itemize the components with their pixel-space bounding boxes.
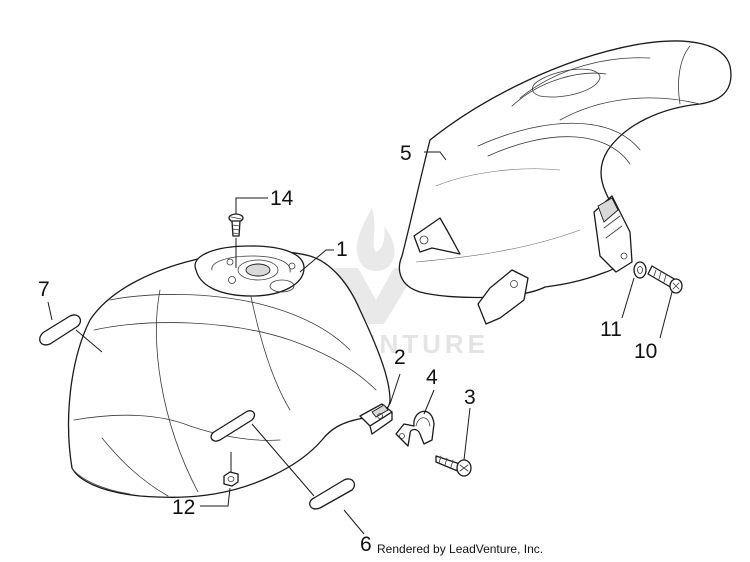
slot-cover-part-6[interactable]: [309, 478, 356, 510]
render-credit: Rendered by LeadVenture, Inc.: [377, 542, 543, 556]
fender-side-slot: [210, 410, 256, 442]
screw-part-10[interactable]: [647, 265, 683, 294]
leader-1: [299, 249, 334, 273]
callout-6: 6: [360, 533, 372, 556]
callout-2: 2: [394, 346, 406, 369]
leader-10: [659, 291, 673, 339]
fender-mounting-tab-left: [413, 217, 461, 255]
watermark-flame-icon: [356, 208, 395, 271]
leader-5: [424, 151, 447, 161]
fender-lower-bracket: [477, 269, 529, 325]
callout-12: 12: [172, 496, 195, 519]
callout-11: 11: [600, 318, 622, 341]
callout-labels: 14 1 7 5 2 4 3 11 10 12 6: [38, 142, 657, 556]
leader-6-b: [251, 423, 315, 497]
callout-5: 5: [400, 142, 412, 165]
screw-part-14[interactable]: [228, 213, 244, 237]
callout-1: 1: [336, 238, 348, 261]
clamp-part-4[interactable]: [395, 410, 435, 447]
leader-11: [621, 277, 635, 319]
callout-10: 10: [634, 340, 657, 363]
watermark-v-icon: [334, 268, 418, 324]
callout-14: 14: [270, 187, 294, 210]
callout-3: 3: [464, 386, 476, 409]
leader-14: [235, 197, 268, 214]
leader-4: [423, 389, 435, 415]
leader-7-b: [75, 329, 103, 353]
leader-3: [463, 407, 471, 461]
nut-part-12[interactable]: [223, 471, 239, 487]
callout-7: 7: [38, 278, 50, 301]
leader-12: [200, 487, 231, 507]
screw-part-3[interactable]: [435, 455, 472, 477]
slot-cover-part-7[interactable]: [39, 314, 82, 346]
leader-lines: [47, 151, 673, 535]
front-fender[interactable]: [67, 245, 391, 498]
leader-6: [343, 509, 365, 535]
leader-7: [47, 301, 53, 321]
leader-2: [389, 373, 401, 405]
clip-nut-part-2[interactable]: [359, 403, 393, 435]
rear-fender[interactable]: [398, 40, 732, 325]
callout-4: 4: [426, 366, 438, 389]
washer-part-11[interactable]: [633, 261, 647, 279]
